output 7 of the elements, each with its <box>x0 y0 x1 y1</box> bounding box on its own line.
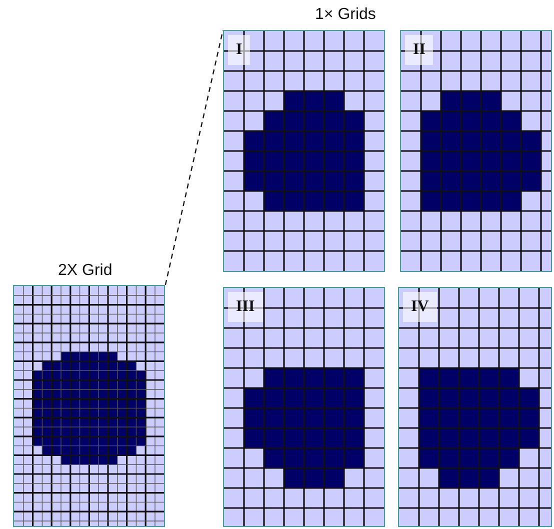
group-heading: 1× Grids <box>315 6 376 24</box>
panel-label: IV <box>403 292 437 322</box>
grid-heading: 2X Grid <box>58 262 112 280</box>
panel-label: III <box>228 292 263 322</box>
panel-label: II <box>405 35 434 65</box>
panel-label: I <box>228 35 250 65</box>
leader-line <box>164 30 224 286</box>
